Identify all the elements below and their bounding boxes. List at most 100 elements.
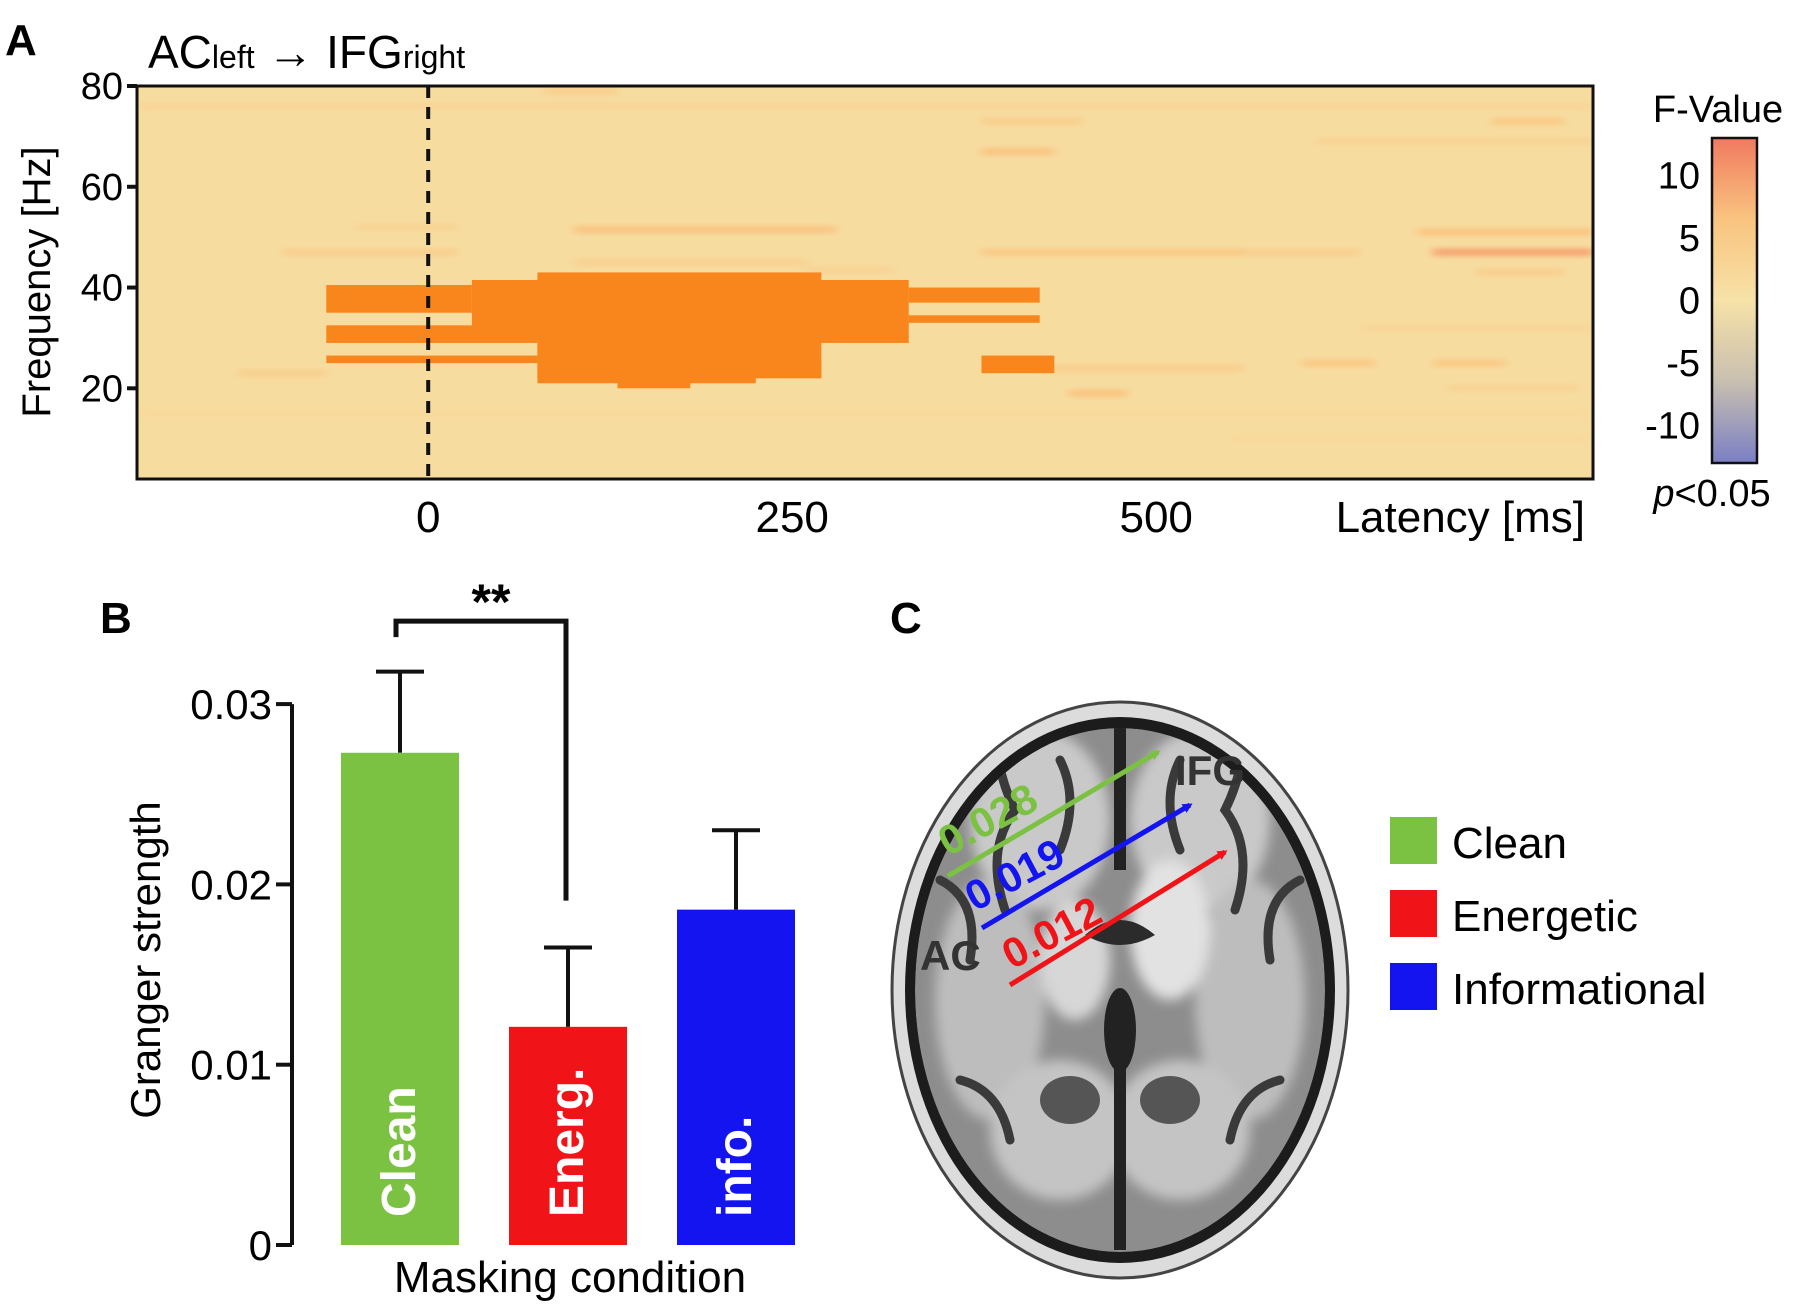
significant-region	[537, 337, 756, 384]
legend-label-informational: Informational	[1452, 965, 1706, 1014]
heatmap-streak	[981, 147, 1055, 156]
significant-region	[617, 378, 691, 389]
panel-b-letter: B	[100, 594, 132, 643]
colorbar-tick-label: -10	[1645, 406, 1700, 448]
title-arrow: →	[255, 26, 327, 78]
significant-region	[326, 355, 538, 364]
colorbar-title: F-Value	[1653, 89, 1783, 131]
heatmap-y-tick-label: 60	[81, 167, 123, 209]
bar	[677, 909, 795, 1245]
brain-image: IFG AC 0.028 0.019 0.012	[890, 700, 1350, 1280]
significant-cluster	[326, 272, 1055, 389]
significant-region	[755, 360, 822, 379]
bar-category-label: info.	[709, 1116, 762, 1217]
bar-category-label: Clean	[373, 1086, 426, 1217]
legend-label-clean: Clean	[1452, 819, 1567, 868]
bar-category-label: Energ.	[541, 1068, 594, 1217]
heatmap-streak	[1447, 384, 1579, 393]
heatmap-streak	[1476, 268, 1564, 277]
heatmap-streak	[1432, 359, 1506, 368]
brain-tissue	[915, 728, 1325, 1252]
panel-c-letter: C	[890, 594, 922, 643]
bar-y-tick-label: 0.02	[190, 861, 272, 908]
legend-swatch-energetic	[1390, 890, 1437, 937]
significant-region	[908, 287, 1040, 303]
bar-xlabel: Masking condition	[394, 1253, 746, 1302]
heatmap-x-axis: 0 250 500	[416, 493, 1193, 542]
heatmap-plot	[135, 84, 1595, 481]
legend-swatch-informational	[1390, 963, 1437, 1010]
bar-y-tick-label: 0	[249, 1222, 272, 1269]
connection-arrow-energetic	[1008, 849, 1228, 988]
legend-swatch-clean	[1390, 817, 1437, 864]
colorbar-tick-label: 0	[1679, 281, 1700, 323]
p-threshold: <0.05	[1674, 473, 1770, 515]
significance-bracket-line	[393, 618, 569, 901]
bar	[509, 1026, 627, 1245]
bar-marks: Clean Energ. info.	[341, 669, 795, 1245]
bar-ylabel: Granger strength	[122, 801, 169, 1119]
heatmap-streak	[1491, 117, 1564, 126]
significant-region	[755, 335, 909, 343]
significant-region	[981, 355, 1055, 374]
connection-arrow-informational	[980, 802, 1193, 931]
significant-region	[908, 315, 1040, 323]
title-region-to: IFG	[326, 26, 403, 78]
heatmap-xlabel: Latency [ms]	[1336, 493, 1585, 542]
heatmap-streak	[806, 265, 895, 274]
heatmap-streak	[137, 102, 1593, 111]
significant-region	[755, 315, 909, 328]
heatmap-streak	[238, 369, 327, 378]
colorbar-tick-label: -5	[1666, 343, 1700, 385]
colorbar-tick-label: 5	[1679, 218, 1700, 260]
heatmap-streak	[355, 223, 458, 232]
significance-stars: **	[472, 574, 511, 630]
colorbar-ticks: 10 5 0 -5 -10	[1645, 156, 1700, 448]
heatmap-streak	[137, 409, 1593, 418]
title-region-to-side: right	[403, 39, 465, 75]
heatmap-streak	[1360, 323, 1593, 332]
heatmap-streak	[573, 225, 836, 234]
title-region-from: AC	[148, 26, 212, 78]
legend-label-energetic: Energetic	[1452, 892, 1638, 941]
significance-bracket: **	[393, 574, 569, 901]
heatmap-streak	[1432, 248, 1593, 257]
heatmap-streak	[1316, 137, 1593, 146]
heatmap-x-tick-label: 250	[755, 493, 828, 542]
p-symbol: p	[1652, 473, 1674, 515]
heatmap-x-tick-label: 500	[1119, 493, 1192, 542]
bar-y-tick-label: 0.03	[190, 681, 272, 728]
bar-y-axis: 0 0.01 0.02 0.03	[190, 681, 294, 1269]
significant-region	[326, 285, 472, 313]
heatmap-streak	[981, 117, 1084, 126]
panel-a-letter: A	[5, 16, 37, 65]
roi-ifg-label: IFG	[1175, 747, 1245, 794]
heatmap-streak	[1229, 434, 1593, 443]
heatmap-streaks	[137, 87, 1593, 443]
heatmap-x-tick-label: 0	[416, 493, 440, 542]
heatmap-streak	[544, 87, 618, 96]
heatmap-streak	[1039, 364, 1244, 373]
bar	[341, 752, 459, 1245]
panel-a-title: ACleft → IFGright	[148, 26, 465, 78]
colorbar-tick-label: 10	[1658, 156, 1700, 198]
condition-legend: Clean Energetic Informational	[1390, 817, 1706, 1014]
colorbar-footer: p<0.05	[1652, 473, 1770, 515]
heatmap-streak	[1068, 389, 1128, 398]
heatmap-streak	[1243, 248, 1361, 257]
heatmap-y-tick-label: 20	[81, 368, 123, 410]
colorbar	[1710, 136, 1759, 465]
roi-ac-label: AC	[920, 932, 981, 979]
heatmap-ylabel: Frequency [Hz]	[15, 146, 59, 417]
heatmap-frame	[135, 84, 1595, 481]
bar-y-tick-label: 0.01	[190, 1042, 272, 1089]
title-region-from-side: left	[212, 39, 255, 75]
heatmap-streak	[282, 248, 458, 257]
connection-arrow-clean	[946, 749, 1161, 879]
heatmap-y-tick-label: 80	[81, 66, 123, 108]
heatmap-streak	[573, 258, 807, 267]
heatmap-streak	[1301, 359, 1375, 368]
heatmap-streak	[981, 248, 1244, 257]
